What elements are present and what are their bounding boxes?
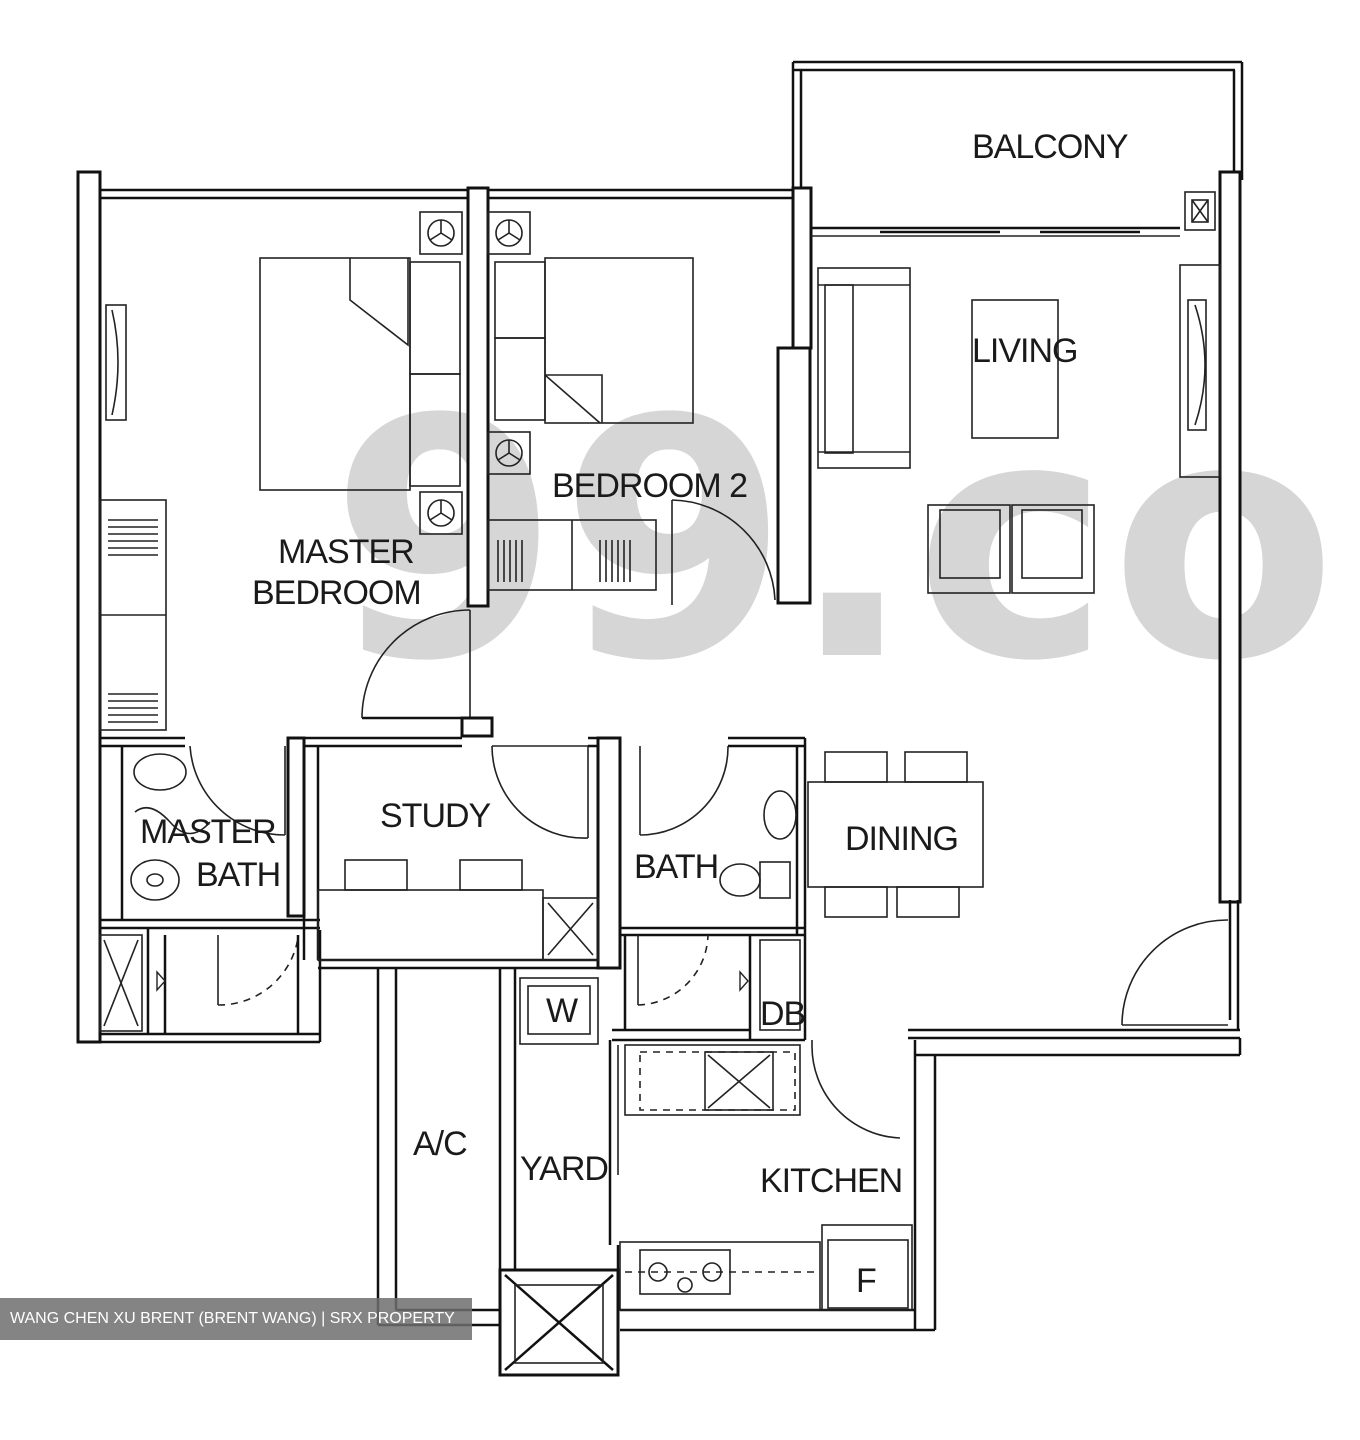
bedside-lamp-icon-2 <box>487 211 531 475</box>
fridge-icon <box>821 1224 913 1311</box>
coffee-table-icon <box>971 299 1059 439</box>
washer-icon <box>519 977 599 1045</box>
washer-label: W <box>546 992 578 1030</box>
kitchen-label: KITCHEN <box>760 1162 902 1200</box>
tv-console-icon <box>1179 264 1221 478</box>
fridge-label: F <box>856 1262 876 1300</box>
bedroom2-bed-icon <box>494 257 694 424</box>
study-door-icon <box>491 745 589 839</box>
dining-label: DINING <box>845 820 958 858</box>
master-bath-label-1: MASTER <box>140 813 276 851</box>
master-wardrobe-icon <box>99 499 167 731</box>
db-label: DB <box>760 995 805 1033</box>
bedroom2-label: BEDROOM 2 <box>552 467 747 505</box>
master-bedroom-label-1: MASTER <box>278 533 414 571</box>
bedroom2-wardrobe-icon <box>487 519 657 591</box>
bedside-lamp-icon <box>419 211 463 535</box>
master-wc-door-icon <box>217 935 300 1034</box>
master-bath-label-2: BATH <box>196 856 280 894</box>
master-door-icon <box>361 609 471 720</box>
bath-label: BATH <box>634 848 718 886</box>
bath-door-icon <box>637 934 749 1006</box>
dining-table-icon <box>807 751 984 918</box>
balcony-fixture-icon <box>1184 191 1216 231</box>
study-desk-icon <box>317 859 599 961</box>
living-label: LIVING <box>972 332 1077 370</box>
main-door-icon <box>1121 919 1229 1026</box>
master-bath-fixtures <box>130 745 286 901</box>
kitchen-door-icon <box>811 1040 901 1139</box>
bedroom2-door-icon <box>671 499 776 605</box>
master-bedroom-label-2: BEDROOM <box>252 574 421 612</box>
sofa-icon <box>817 267 911 469</box>
yard-label: YARD <box>520 1150 608 1188</box>
stove-icon <box>619 1241 821 1311</box>
agent-credit-banner: WANG CHEN XU BRENT (BRENT WANG) | SRX PR… <box>0 1298 472 1340</box>
bath-fixtures <box>639 745 797 899</box>
master-bed-icon <box>259 257 461 491</box>
kitchen-counter-icon <box>617 1044 801 1175</box>
armchair-icon <box>927 504 1095 594</box>
master-bath-shaft-icon <box>99 934 166 1032</box>
partitions <box>100 716 807 1042</box>
study-label: STUDY <box>380 797 491 835</box>
balcony-label: BALCONY <box>972 128 1128 166</box>
ac-label: A/C <box>413 1125 467 1163</box>
master-window-icon <box>105 304 127 421</box>
